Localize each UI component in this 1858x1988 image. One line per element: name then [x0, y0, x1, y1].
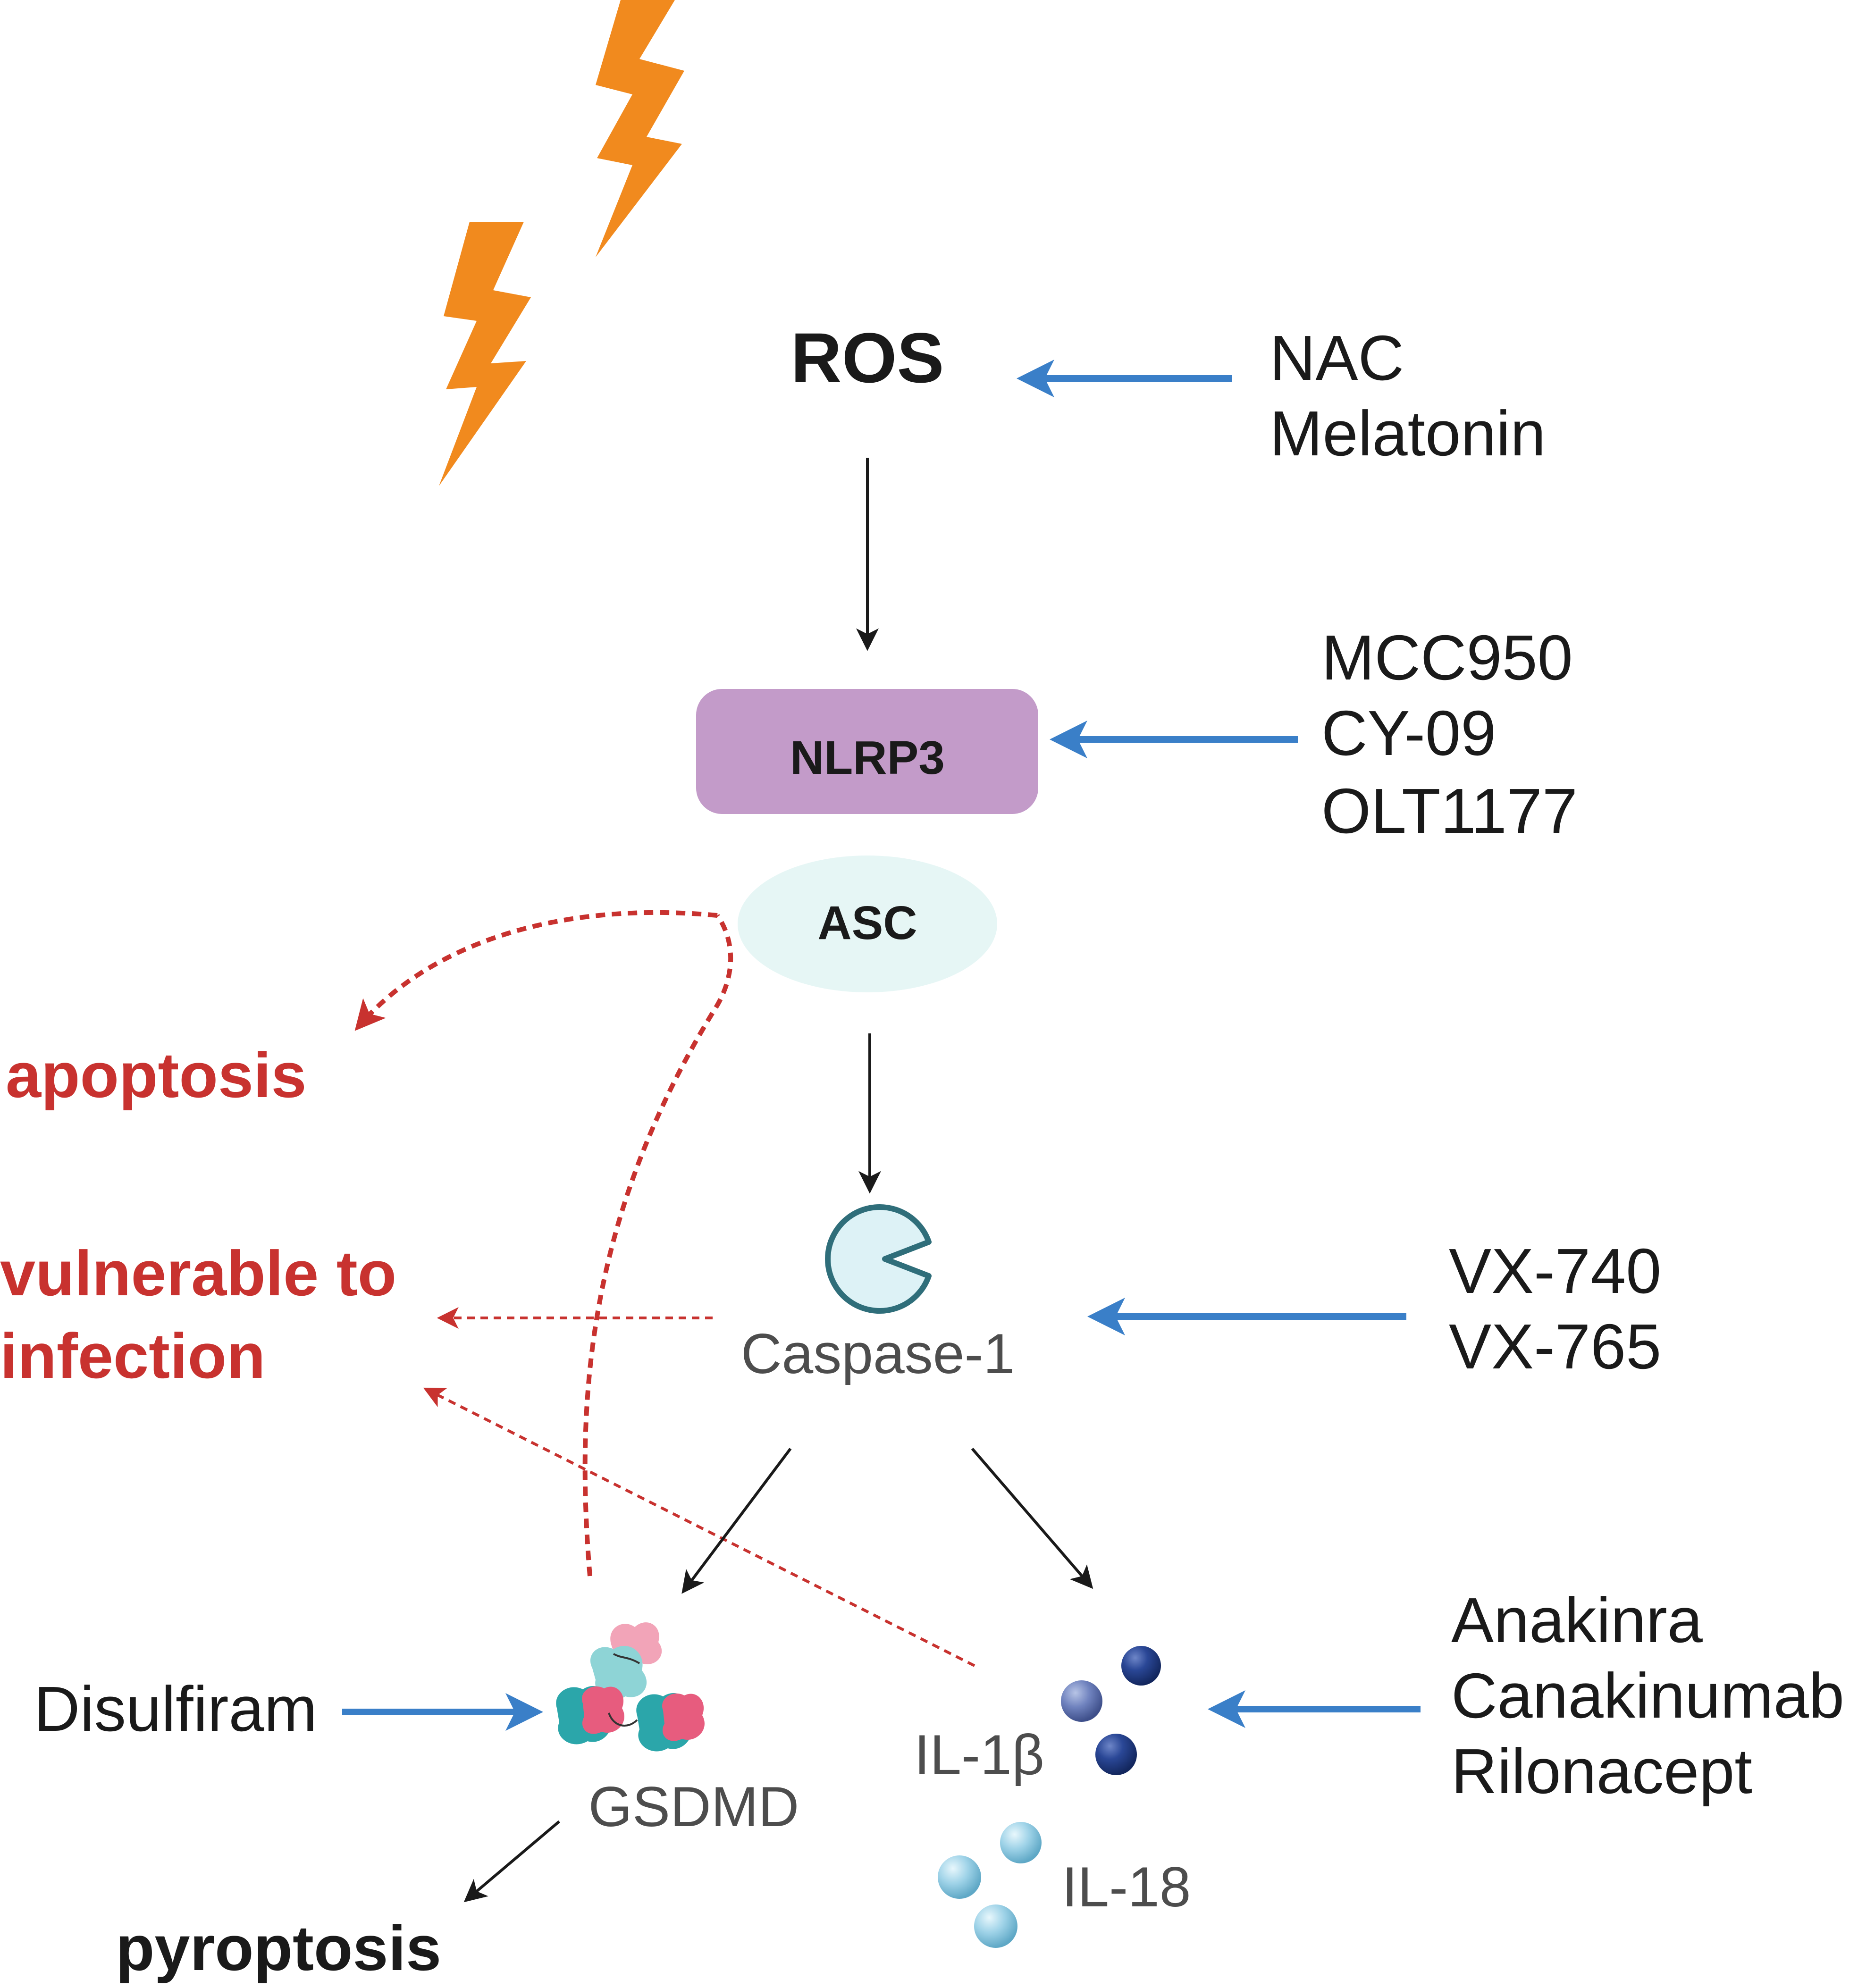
- asc-ellipse: [738, 856, 997, 992]
- nlrp3-inhibitor-cy09: CY-09: [1321, 697, 1496, 769]
- il1b-inhibitor-anakinra: Anakinra: [1451, 1585, 1703, 1656]
- infection-outcome-line1: vulnerable to: [0, 1238, 396, 1309]
- il18-molecule-icon: [938, 1822, 1042, 1948]
- ros-label: ROS: [790, 318, 944, 397]
- pyroptosis-outcome: pyroptosis: [116, 1913, 441, 1984]
- ros-inhibitor-nac: NAC: [1269, 322, 1404, 394]
- il1b-label: IL-1β: [914, 1723, 1044, 1787]
- infection-outcome-line2: infection: [0, 1320, 265, 1392]
- gsdmd-protein-icon: [556, 1622, 705, 1752]
- apoptosis-outcome: apoptosis: [6, 1040, 307, 1111]
- caspase1-to-il1b-arrow: [971, 1448, 1093, 1589]
- il1b-inhibitor-rilonacept: Rilonacept: [1451, 1736, 1752, 1807]
- lightning-bolt-icon: [439, 222, 531, 486]
- nlrp3-box: [696, 689, 1038, 814]
- nlrp3-inhibitor-olt1177: OLT1177: [1321, 775, 1578, 847]
- il18-label: IL-18: [1062, 1855, 1191, 1919]
- caspase1-to-gsdmd-arrow: [681, 1448, 792, 1594]
- gsdmd-to-asc-dashed-line: [582, 914, 733, 1577]
- nlrp3-label: NLRP3: [790, 731, 945, 784]
- ros-inhibitor-melatonin: Melatonin: [1269, 398, 1546, 469]
- asc-to-apoptosis-dashed-arrow: [354, 910, 718, 1031]
- il1b-to-infection-dashed-arrow: [423, 1387, 975, 1667]
- caspase1-label: Caspase-1: [741, 1322, 1015, 1385]
- gsdmd-to-pyroptosis-arrow: [463, 1820, 560, 1903]
- gsdmd-label: GSDMD: [589, 1775, 799, 1838]
- lightning-bolt-icon: [596, 0, 684, 257]
- il1b-inhibitor-canakinumab: Canakinumab: [1451, 1660, 1844, 1731]
- nlrp3-inhibitor-mcc950: MCC950: [1321, 622, 1573, 693]
- caspase1-inhibitor-vx765: VX-765: [1449, 1311, 1661, 1382]
- asc-label: ASC: [817, 897, 917, 949]
- caspase1-inhibitor-vx740: VX-740: [1449, 1235, 1661, 1307]
- il1b-molecule-icon: [1061, 1646, 1161, 1775]
- gsdmd-inhibitor-disulfiram: Disulfiram: [34, 1673, 317, 1745]
- caspase1-icon: [825, 1204, 932, 1314]
